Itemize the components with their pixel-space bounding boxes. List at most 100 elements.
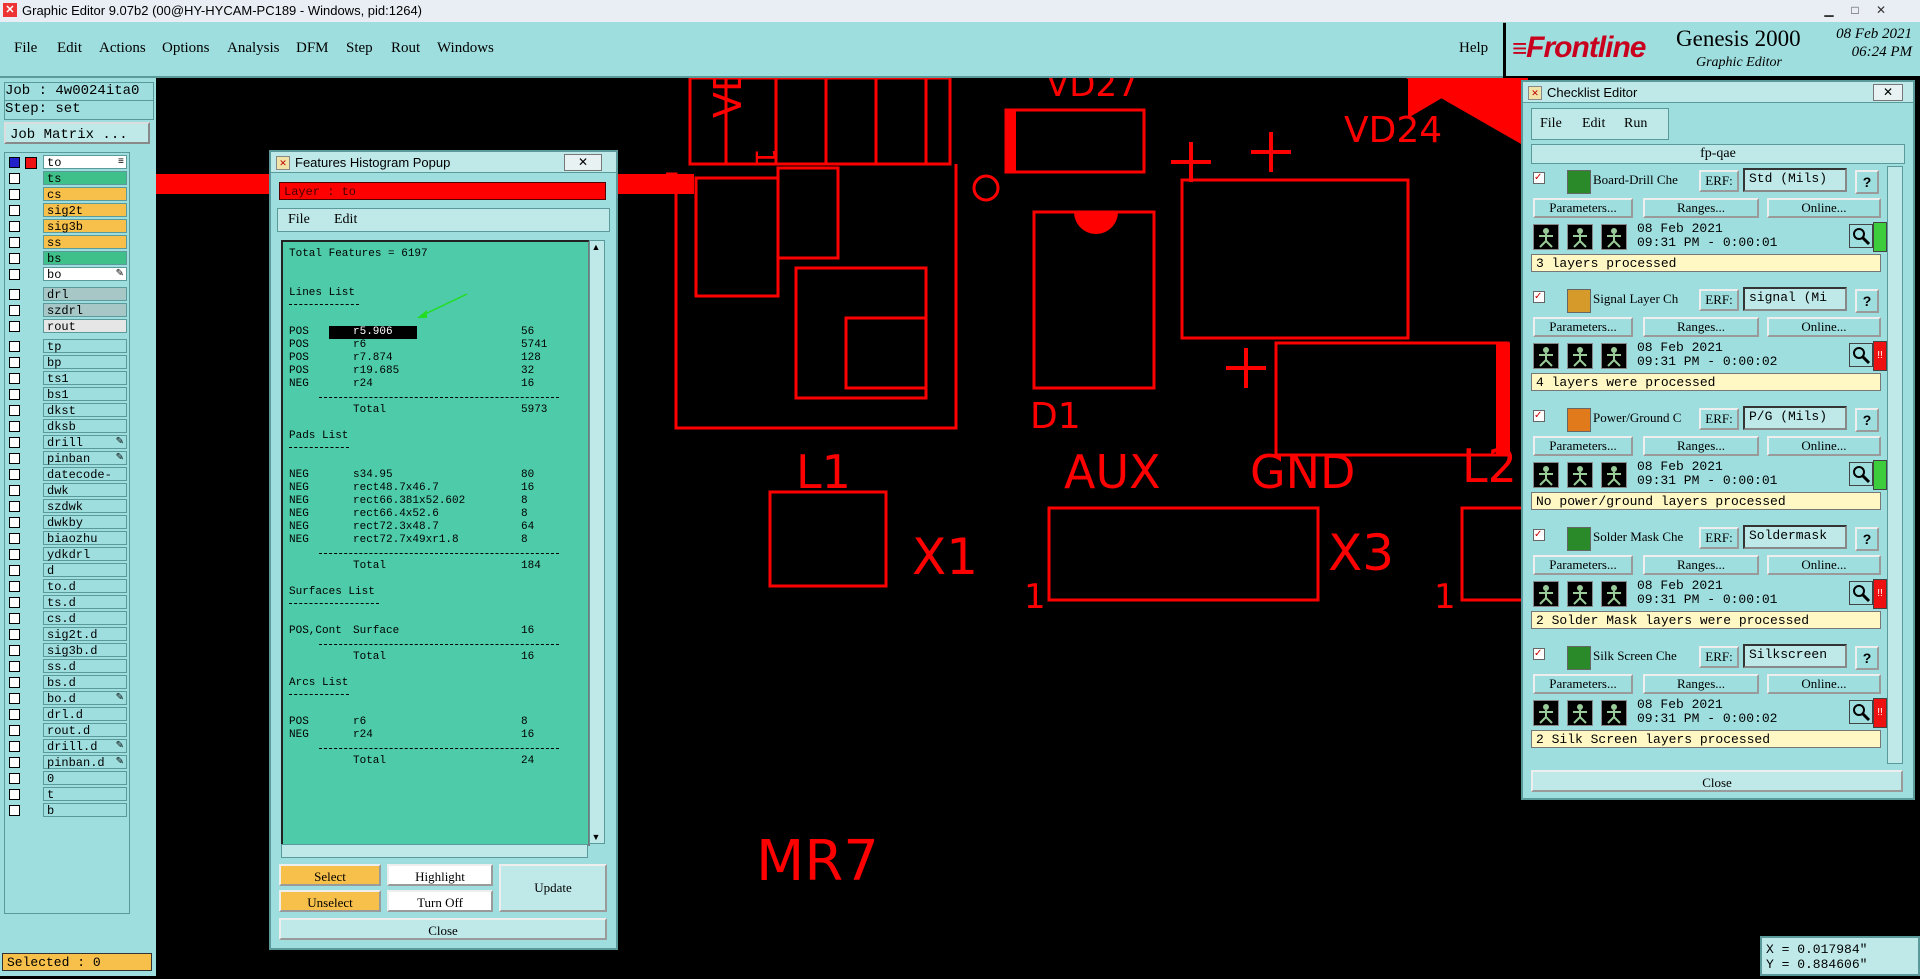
layer-checkbox[interactable] xyxy=(9,289,20,300)
layer-name[interactable]: bs.d xyxy=(43,675,127,690)
layer-row-bo[interactable]: bo✎ xyxy=(7,267,127,282)
menu-rout[interactable]: Rout xyxy=(391,40,421,56)
update-button[interactable]: Update xyxy=(499,864,607,912)
run-icon[interactable] xyxy=(1533,224,1559,250)
online-button[interactable]: Online... xyxy=(1767,317,1881,337)
erf-value-field[interactable]: signal (Mi xyxy=(1743,287,1847,311)
layer-checkbox[interactable] xyxy=(9,205,20,216)
layer-row-pinban[interactable]: pinban✎ xyxy=(7,451,127,466)
layer-checkbox[interactable] xyxy=(9,773,20,784)
help-button[interactable]: ? xyxy=(1855,170,1879,194)
layer-row-ss[interactable]: ss xyxy=(7,235,127,250)
layer-name[interactable]: pinban✎ xyxy=(43,451,127,466)
run-all-icon[interactable] xyxy=(1601,462,1627,488)
layer-row-sig2t[interactable]: sig2t xyxy=(7,203,127,218)
layer-name[interactable]: to≡ xyxy=(43,155,127,170)
ranges-button[interactable]: Ranges... xyxy=(1643,674,1759,694)
layer-checkbox[interactable] xyxy=(9,469,20,480)
layer-name[interactable]: d xyxy=(43,563,127,578)
layer-name[interactable]: drl xyxy=(43,287,127,302)
layer-row-tp[interactable]: tp xyxy=(7,339,127,354)
layer-checkbox[interactable] xyxy=(9,453,20,464)
ranges-button[interactable]: Ranges... xyxy=(1643,198,1759,218)
layer-checkbox[interactable] xyxy=(9,485,20,496)
layer-name[interactable]: bs1 xyxy=(43,387,127,402)
run-icon[interactable] xyxy=(1533,581,1559,607)
menu-file[interactable]: File xyxy=(14,40,38,56)
run-flag-icon[interactable] xyxy=(1567,343,1593,369)
layer-checkbox[interactable] xyxy=(9,321,20,332)
layer-name[interactable]: b xyxy=(43,803,127,818)
layer-name[interactable]: dwk xyxy=(43,483,127,498)
layer-name[interactable]: tp xyxy=(43,339,127,354)
layer-row-drl[interactable]: drl xyxy=(7,287,127,302)
erf-button[interactable]: ERF: xyxy=(1699,289,1739,311)
layer-checkbox[interactable] xyxy=(9,253,20,264)
layer-checkbox[interactable] xyxy=(9,373,20,384)
checklist-close-button[interactable]: Close xyxy=(1531,770,1903,792)
help-button[interactable]: ? xyxy=(1855,527,1879,551)
ranges-button[interactable]: Ranges... xyxy=(1643,555,1759,575)
layer-row-szdrl[interactable]: szdrl xyxy=(7,303,127,318)
layer-checkbox[interactable] xyxy=(9,597,20,608)
layer-checkbox[interactable] xyxy=(9,305,20,316)
layer-checkbox[interactable] xyxy=(9,805,20,816)
layer-checkbox[interactable] xyxy=(9,581,20,592)
online-button[interactable]: Online... xyxy=(1767,555,1881,575)
checklist-close-x-button[interactable]: ✕ xyxy=(1873,84,1903,101)
layer-row-ts-d[interactable]: ts.d xyxy=(7,595,127,610)
layer-row-cs[interactable]: cs xyxy=(7,187,127,202)
layer-row-ss-d[interactable]: ss.d xyxy=(7,659,127,674)
minimize-button[interactable]: ▁ xyxy=(1824,3,1834,17)
run-flag-icon[interactable] xyxy=(1567,462,1593,488)
layer-name[interactable]: drill.d✎ xyxy=(43,739,127,754)
layer-name[interactable]: biaozhu xyxy=(43,531,127,546)
layer-checkbox[interactable] xyxy=(9,629,20,640)
layer-checkbox[interactable] xyxy=(9,517,20,528)
layer-name[interactable]: szdrl xyxy=(43,303,127,318)
layer-checkbox[interactable] xyxy=(9,645,20,656)
layer-checkbox[interactable] xyxy=(9,549,20,560)
checklist-item-checkbox[interactable]: ✓ xyxy=(1533,410,1545,422)
menu-actions[interactable]: Actions xyxy=(99,40,146,56)
layer-name[interactable]: ss.d xyxy=(43,659,127,674)
layer-name[interactable]: rout xyxy=(43,319,127,334)
menu-analysis[interactable]: Analysis xyxy=(227,40,280,56)
ranges-button[interactable]: Ranges... xyxy=(1643,317,1759,337)
erf-value-field[interactable]: P/G (Mils) xyxy=(1743,406,1847,430)
popup-close-x-button[interactable]: ✕ xyxy=(564,154,602,171)
layer-row-bs[interactable]: bs xyxy=(7,251,127,266)
menu-step[interactable]: Step xyxy=(346,40,373,56)
layer-row-bs1[interactable]: bs1 xyxy=(7,387,127,402)
layer-name[interactable]: bo.d✎ xyxy=(43,691,127,706)
layer-checkbox[interactable] xyxy=(9,725,20,736)
checklist-item-checkbox[interactable]: ✓ xyxy=(1533,529,1545,541)
menu-options[interactable]: Options xyxy=(162,40,210,56)
layer-checkbox[interactable] xyxy=(9,501,20,512)
run-icon[interactable] xyxy=(1533,700,1559,726)
layer-row-ydkdrl[interactable]: ydkdrl xyxy=(7,547,127,562)
layer-row-drl-d[interactable]: drl.d xyxy=(7,707,127,722)
parameters-button[interactable]: Parameters... xyxy=(1533,436,1633,456)
layer-row-szdwk[interactable]: szdwk xyxy=(7,499,127,514)
highlight-button[interactable]: Highlight xyxy=(387,864,493,886)
run-all-icon[interactable] xyxy=(1601,700,1627,726)
parameters-button[interactable]: Parameters... xyxy=(1533,198,1633,218)
layer-name[interactable]: dksb xyxy=(43,419,127,434)
checklist-item-name[interactable]: Silk Screen Che xyxy=(1593,648,1677,663)
layer-row-cs-d[interactable]: cs.d xyxy=(7,611,127,626)
select-button[interactable]: Select xyxy=(279,864,381,886)
layer-checkbox[interactable] xyxy=(9,741,20,752)
layer-row-sig3b[interactable]: sig3b xyxy=(7,219,127,234)
checklist-item-checkbox[interactable]: ✓ xyxy=(1533,648,1545,660)
checklist-title-bar[interactable]: ✕ Checklist Editor ✕ xyxy=(1523,82,1913,103)
layer-name[interactable]: datecode-pb xyxy=(43,467,127,496)
layer-row-rout[interactable]: rout xyxy=(7,319,127,334)
run-flag-icon[interactable] xyxy=(1567,700,1593,726)
layer-checkbox[interactable] xyxy=(9,677,20,688)
layer-row-drill[interactable]: drill✎ xyxy=(7,435,127,450)
layer-checkbox[interactable] xyxy=(9,221,20,232)
help-button[interactable]: ? xyxy=(1855,289,1879,313)
online-button[interactable]: Online... xyxy=(1767,198,1881,218)
layer-checkbox[interactable] xyxy=(9,565,20,576)
